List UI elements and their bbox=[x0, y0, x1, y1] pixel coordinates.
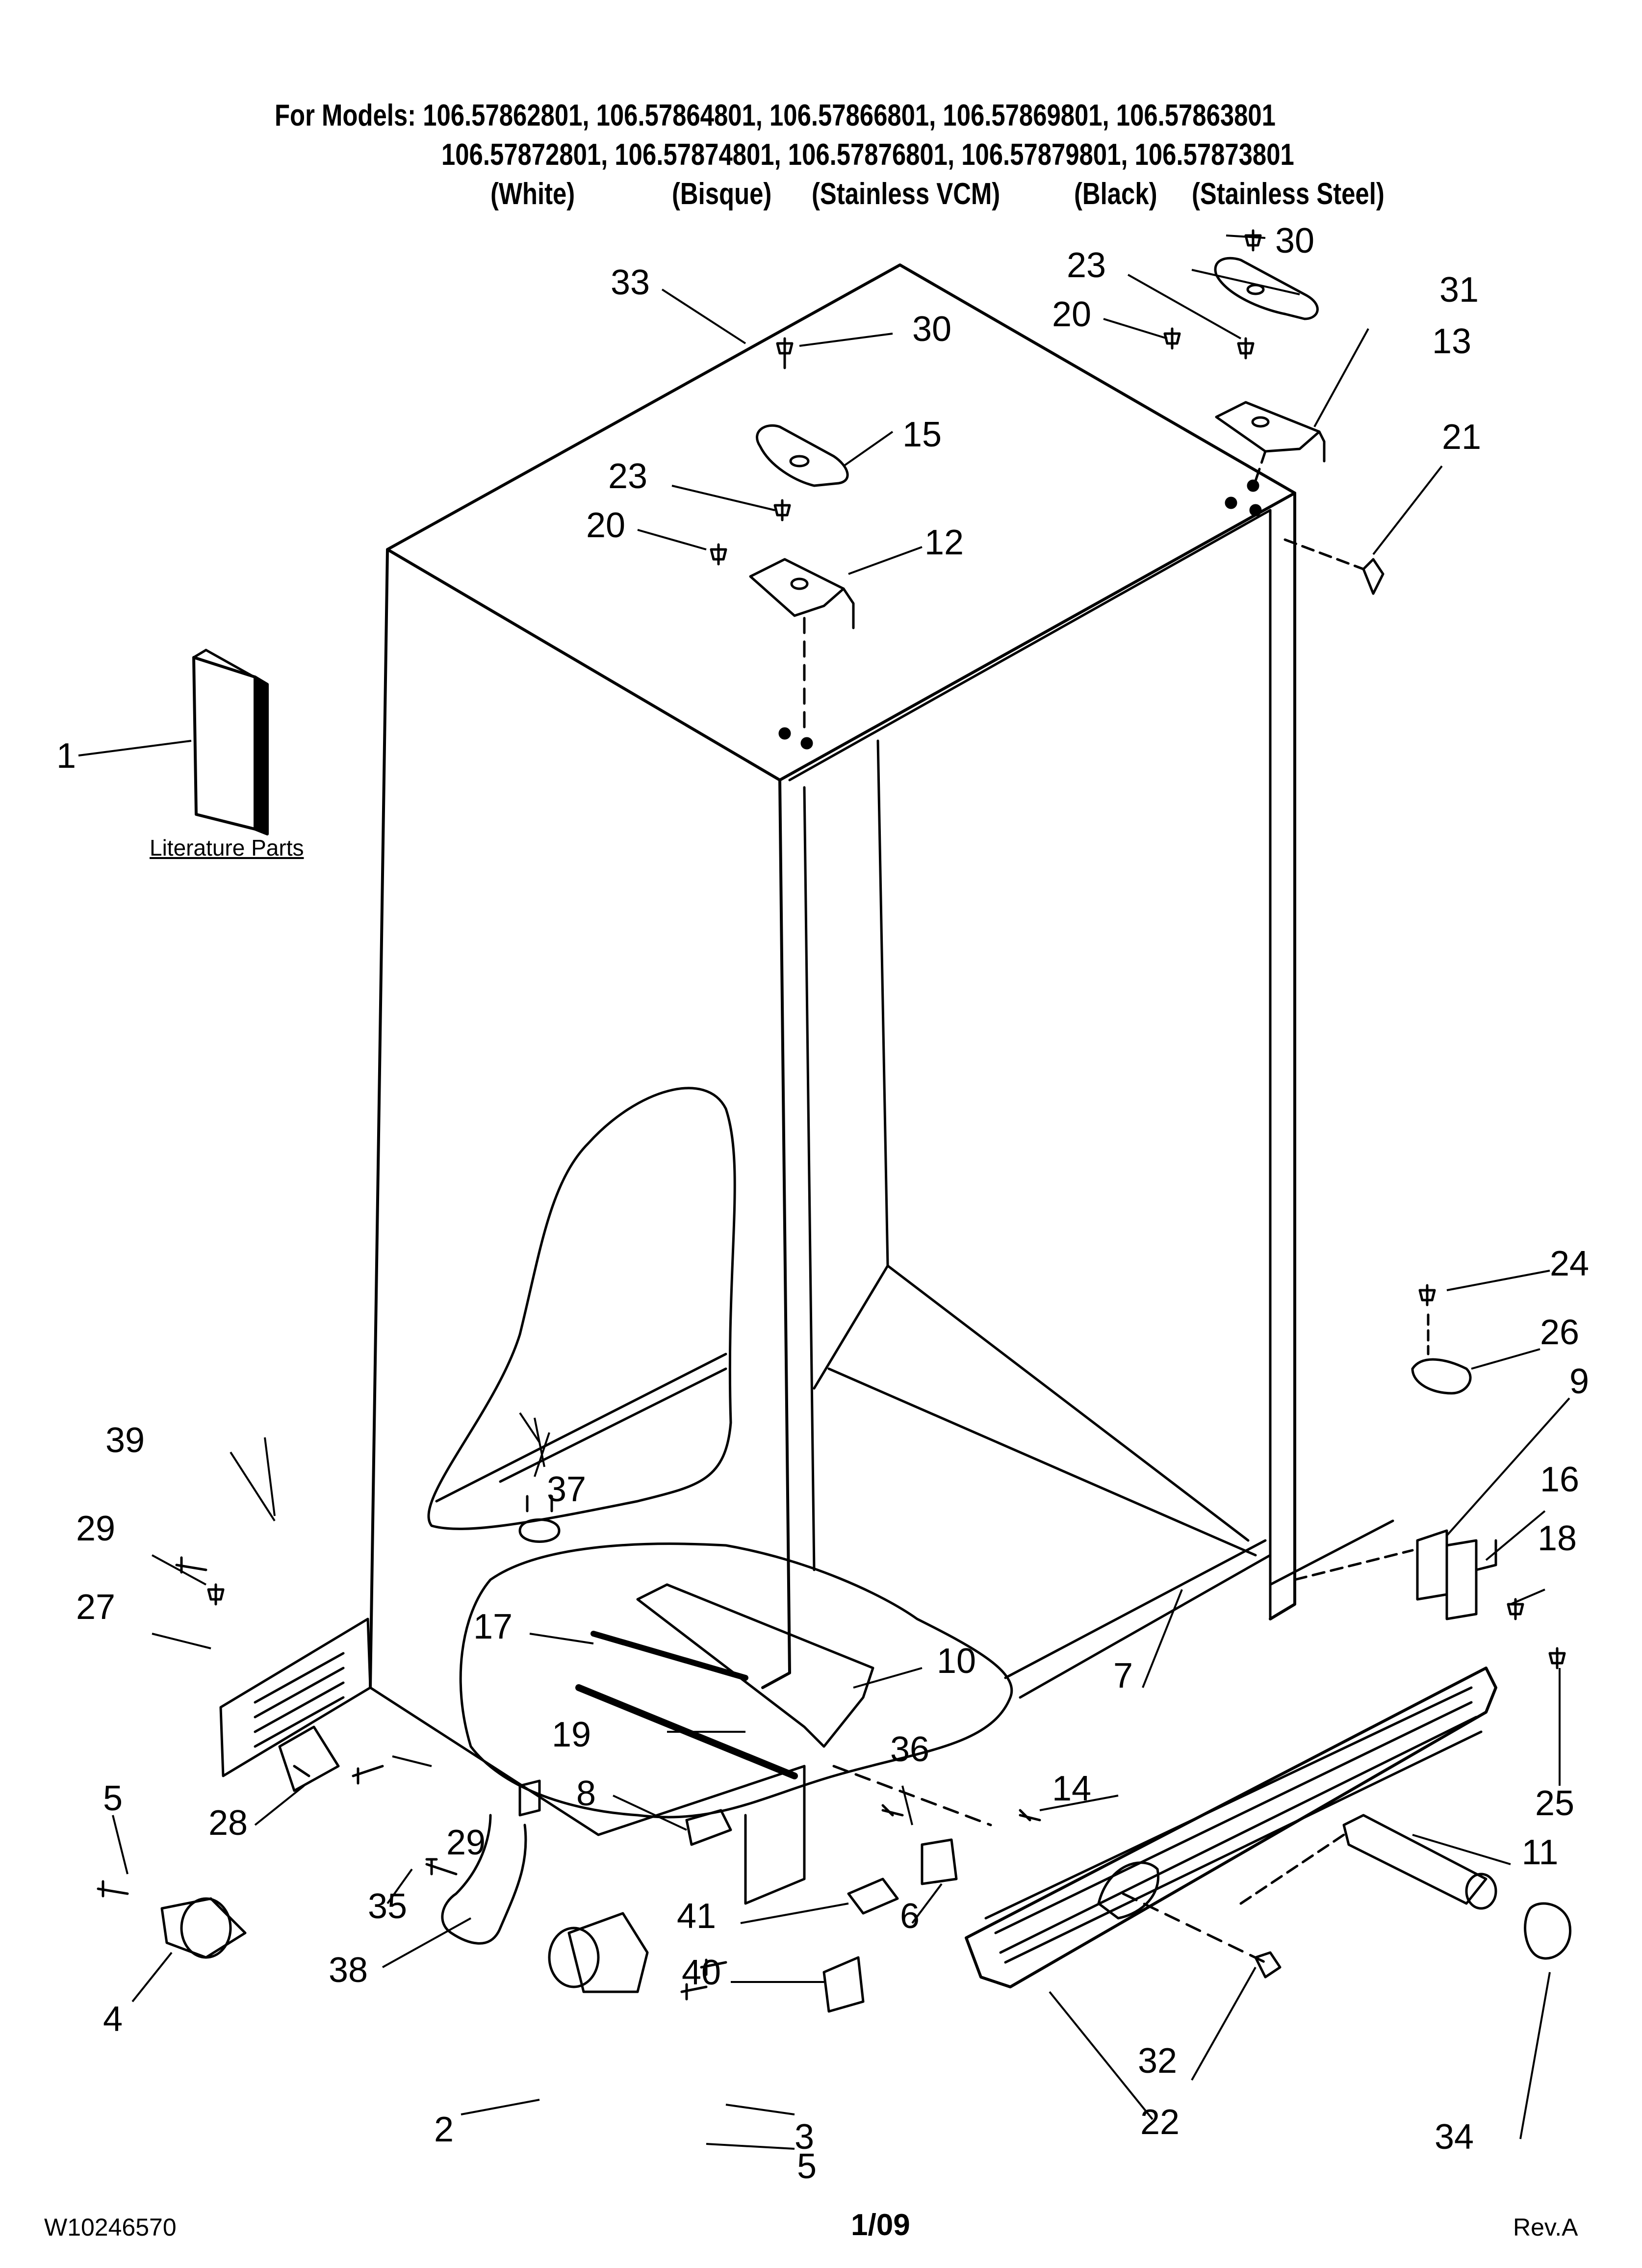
callout-5: 5 bbox=[103, 1779, 123, 1818]
callout-7: 7 bbox=[1113, 1656, 1133, 1695]
callout-2: 2 bbox=[434, 2110, 454, 2149]
callout-20: 20 bbox=[586, 506, 625, 545]
callout-12: 12 bbox=[924, 523, 964, 562]
callout-35: 35 bbox=[368, 1887, 407, 1926]
callout-10: 10 bbox=[937, 1642, 976, 1681]
callout-39: 39 bbox=[105, 1421, 145, 1460]
revision-label: Rev.A bbox=[1513, 2214, 1578, 2241]
water-line-and-fittings bbox=[175, 1556, 541, 1945]
callout-14: 14 bbox=[1052, 1769, 1091, 1808]
callout-22: 22 bbox=[1140, 2103, 1180, 2142]
cabinet bbox=[369, 263, 1296, 1905]
models-line-2: 106.57872801, 106.57874801, 106.57876801… bbox=[441, 140, 1294, 170]
literature-parts-label: Literature Parts bbox=[150, 835, 304, 860]
callout-37: 37 bbox=[547, 1470, 586, 1509]
callout-33: 33 bbox=[611, 263, 650, 302]
literature-parts-booklet bbox=[192, 649, 269, 835]
callout-1: 1 bbox=[56, 736, 76, 776]
callout-23: 23 bbox=[608, 457, 647, 496]
document-number: W10246570 bbox=[44, 2214, 177, 2241]
toe-grille bbox=[965, 1667, 1497, 1988]
callout-4: 4 bbox=[103, 2000, 123, 2039]
models-label: For Models: bbox=[275, 99, 416, 132]
callout-27: 27 bbox=[76, 1588, 115, 1627]
callout-16: 16 bbox=[1540, 1460, 1579, 1499]
callout-26: 26 bbox=[1540, 1313, 1579, 1352]
model-numbers-line-2: 106.57872801, 106.57874801, 106.57876801… bbox=[441, 138, 1294, 172]
callout-25: 25 bbox=[1535, 1784, 1574, 1823]
callout-40: 40 bbox=[682, 1953, 721, 1992]
callout-29: 29 bbox=[76, 1509, 115, 1548]
callout-3: 3 bbox=[795, 2117, 814, 2157]
callout-38: 38 bbox=[329, 1951, 368, 1990]
issue-date: 1/09 bbox=[851, 2208, 910, 2242]
left-top-hinge-assembly bbox=[710, 337, 855, 750]
callout-21: 21 bbox=[1442, 417, 1481, 457]
compressor-bracket-and-rollers bbox=[97, 1725, 899, 2013]
callout-23: 23 bbox=[1067, 246, 1106, 285]
callout-41: 41 bbox=[677, 1897, 716, 1936]
callout-34: 34 bbox=[1435, 2117, 1474, 2157]
water-filter bbox=[1239, 1814, 1571, 1960]
right-lower-hinge-parts bbox=[1269, 1284, 1566, 1669]
callout-leader-lines bbox=[78, 235, 1570, 2150]
callout-17: 17 bbox=[473, 1607, 513, 1646]
callout-36: 36 bbox=[890, 1730, 929, 1769]
callout-6: 6 bbox=[900, 1897, 920, 1936]
right-top-hinge-assembly bbox=[1163, 229, 1385, 595]
models-line-1: For Models: 106.57862801, 106.57864801, … bbox=[275, 101, 1276, 131]
callout-28: 28 bbox=[208, 1803, 248, 1843]
callout-13: 13 bbox=[1432, 322, 1471, 361]
finish-stainless-vcm: (Stainless VCM) bbox=[812, 177, 1001, 211]
callout-19: 19 bbox=[552, 1715, 591, 1754]
callout-9: 9 bbox=[1569, 1362, 1589, 1401]
finish-bisque: (Bisque) bbox=[672, 177, 772, 211]
finish-white: (White) bbox=[490, 177, 575, 211]
callout-30: 30 bbox=[1275, 221, 1314, 261]
callout-20: 20 bbox=[1052, 295, 1091, 334]
callout-29: 29 bbox=[446, 1823, 486, 1862]
callout-15: 15 bbox=[902, 415, 942, 454]
ice-maker-and-tubes bbox=[518, 1495, 1041, 1885]
callout-31: 31 bbox=[1439, 270, 1479, 310]
finish-stainless-steel: (Stainless Steel) bbox=[1192, 177, 1385, 211]
callout-11: 11 bbox=[1522, 1833, 1559, 1872]
rear-access-cover bbox=[219, 1617, 372, 1777]
callout-32: 32 bbox=[1138, 2041, 1177, 2081]
callout-24: 24 bbox=[1550, 1244, 1589, 1283]
callout-8: 8 bbox=[576, 1774, 596, 1813]
model-numbers-line-1: 106.57862801, 106.57864801, 106.57866801… bbox=[423, 99, 1276, 132]
callout-30: 30 bbox=[912, 310, 951, 349]
finish-black: (Black) bbox=[1074, 177, 1157, 211]
callout-5: 5 bbox=[797, 2147, 817, 2186]
callout-18: 18 bbox=[1538, 1519, 1577, 1558]
